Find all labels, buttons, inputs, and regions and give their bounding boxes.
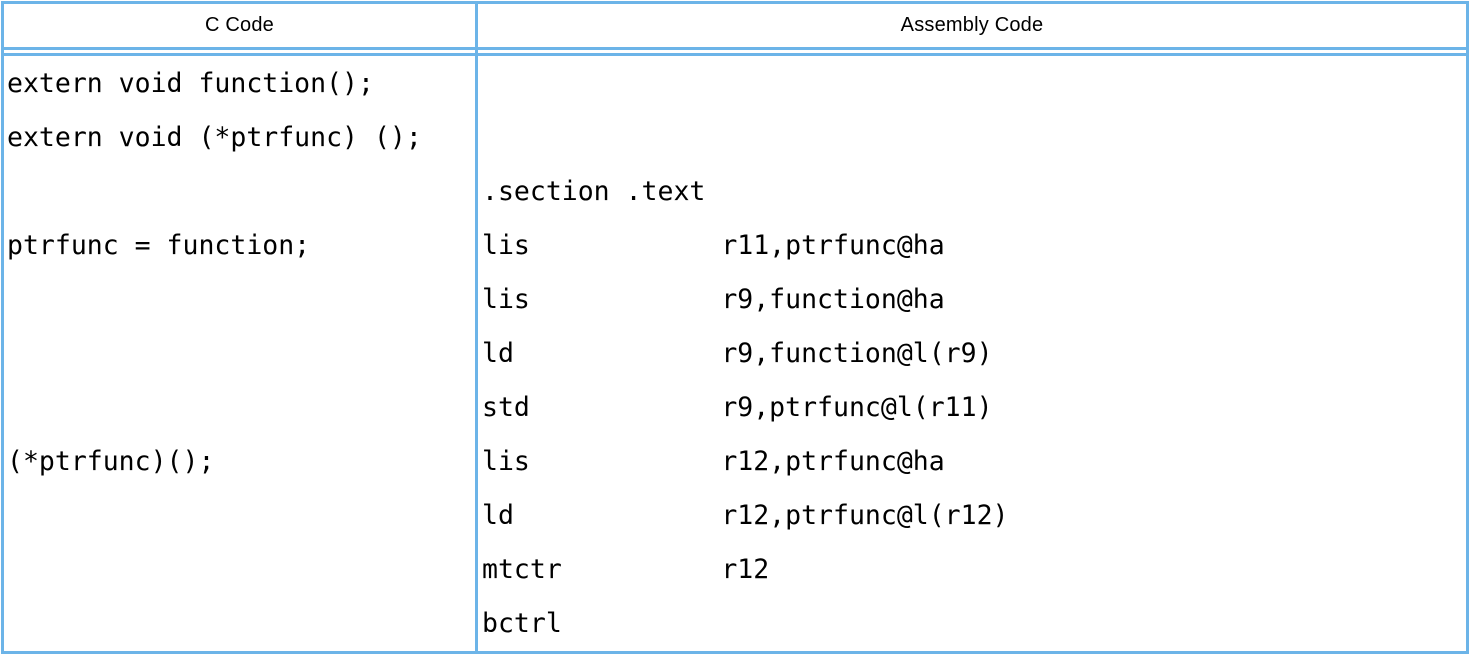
header-body-divider-gap	[4, 50, 1466, 53]
assembly-code-line: lis r11,ptrfunc@ha	[482, 230, 945, 261]
assembly-code-line: lis r9,function@ha	[482, 284, 945, 315]
c-code-line: (*ptrfunc)();	[7, 446, 215, 477]
assembly-code-line: bctrl	[482, 608, 562, 639]
c-code-line: extern void function();	[7, 68, 374, 99]
assembly-code-line: .section .text	[482, 176, 706, 207]
assembly-code-column-header: Assembly Code	[900, 14, 1044, 36]
c-code-line	[4, 327, 475, 381]
c-code-line	[4, 597, 475, 651]
assembly-code-line: ld r12,ptrfunc@l(r12)	[482, 500, 1009, 531]
c-code-line: ptrfunc = function;	[7, 230, 311, 261]
c-code-line	[4, 165, 475, 219]
assembly-code-line: std r9,ptrfunc@l(r11)	[482, 392, 993, 423]
c-code-cell: extern void function(); extern void (*pt…	[4, 56, 478, 651]
c-code-line	[4, 489, 475, 543]
c-code-column-header: C Code	[4, 4, 478, 47]
assembly-code-line	[478, 57, 1466, 111]
assembly-code-line: mtctr r12	[482, 554, 770, 585]
c-vs-assembly-table: C Code Assembly Code extern void functio…	[1, 1, 1469, 654]
assembly-code-cell: .section .text lis r11,ptrfunc@ha lis r9…	[478, 56, 1466, 651]
table-body-row: extern void function(); extern void (*pt…	[4, 53, 1466, 651]
assembly-code-line	[478, 111, 1466, 165]
c-code-line	[4, 381, 475, 435]
assembly-code-line: ld r9,function@l(r9)	[482, 338, 993, 369]
c-code-line	[4, 273, 475, 327]
table-header-row: C Code Assembly Code	[4, 4, 1466, 50]
c-code-line: extern void (*ptrfunc) ();	[7, 122, 422, 153]
c-code-line	[4, 543, 475, 597]
divider-gap-left	[4, 50, 478, 53]
assembly-code-line: lis r12,ptrfunc@ha	[482, 446, 945, 477]
